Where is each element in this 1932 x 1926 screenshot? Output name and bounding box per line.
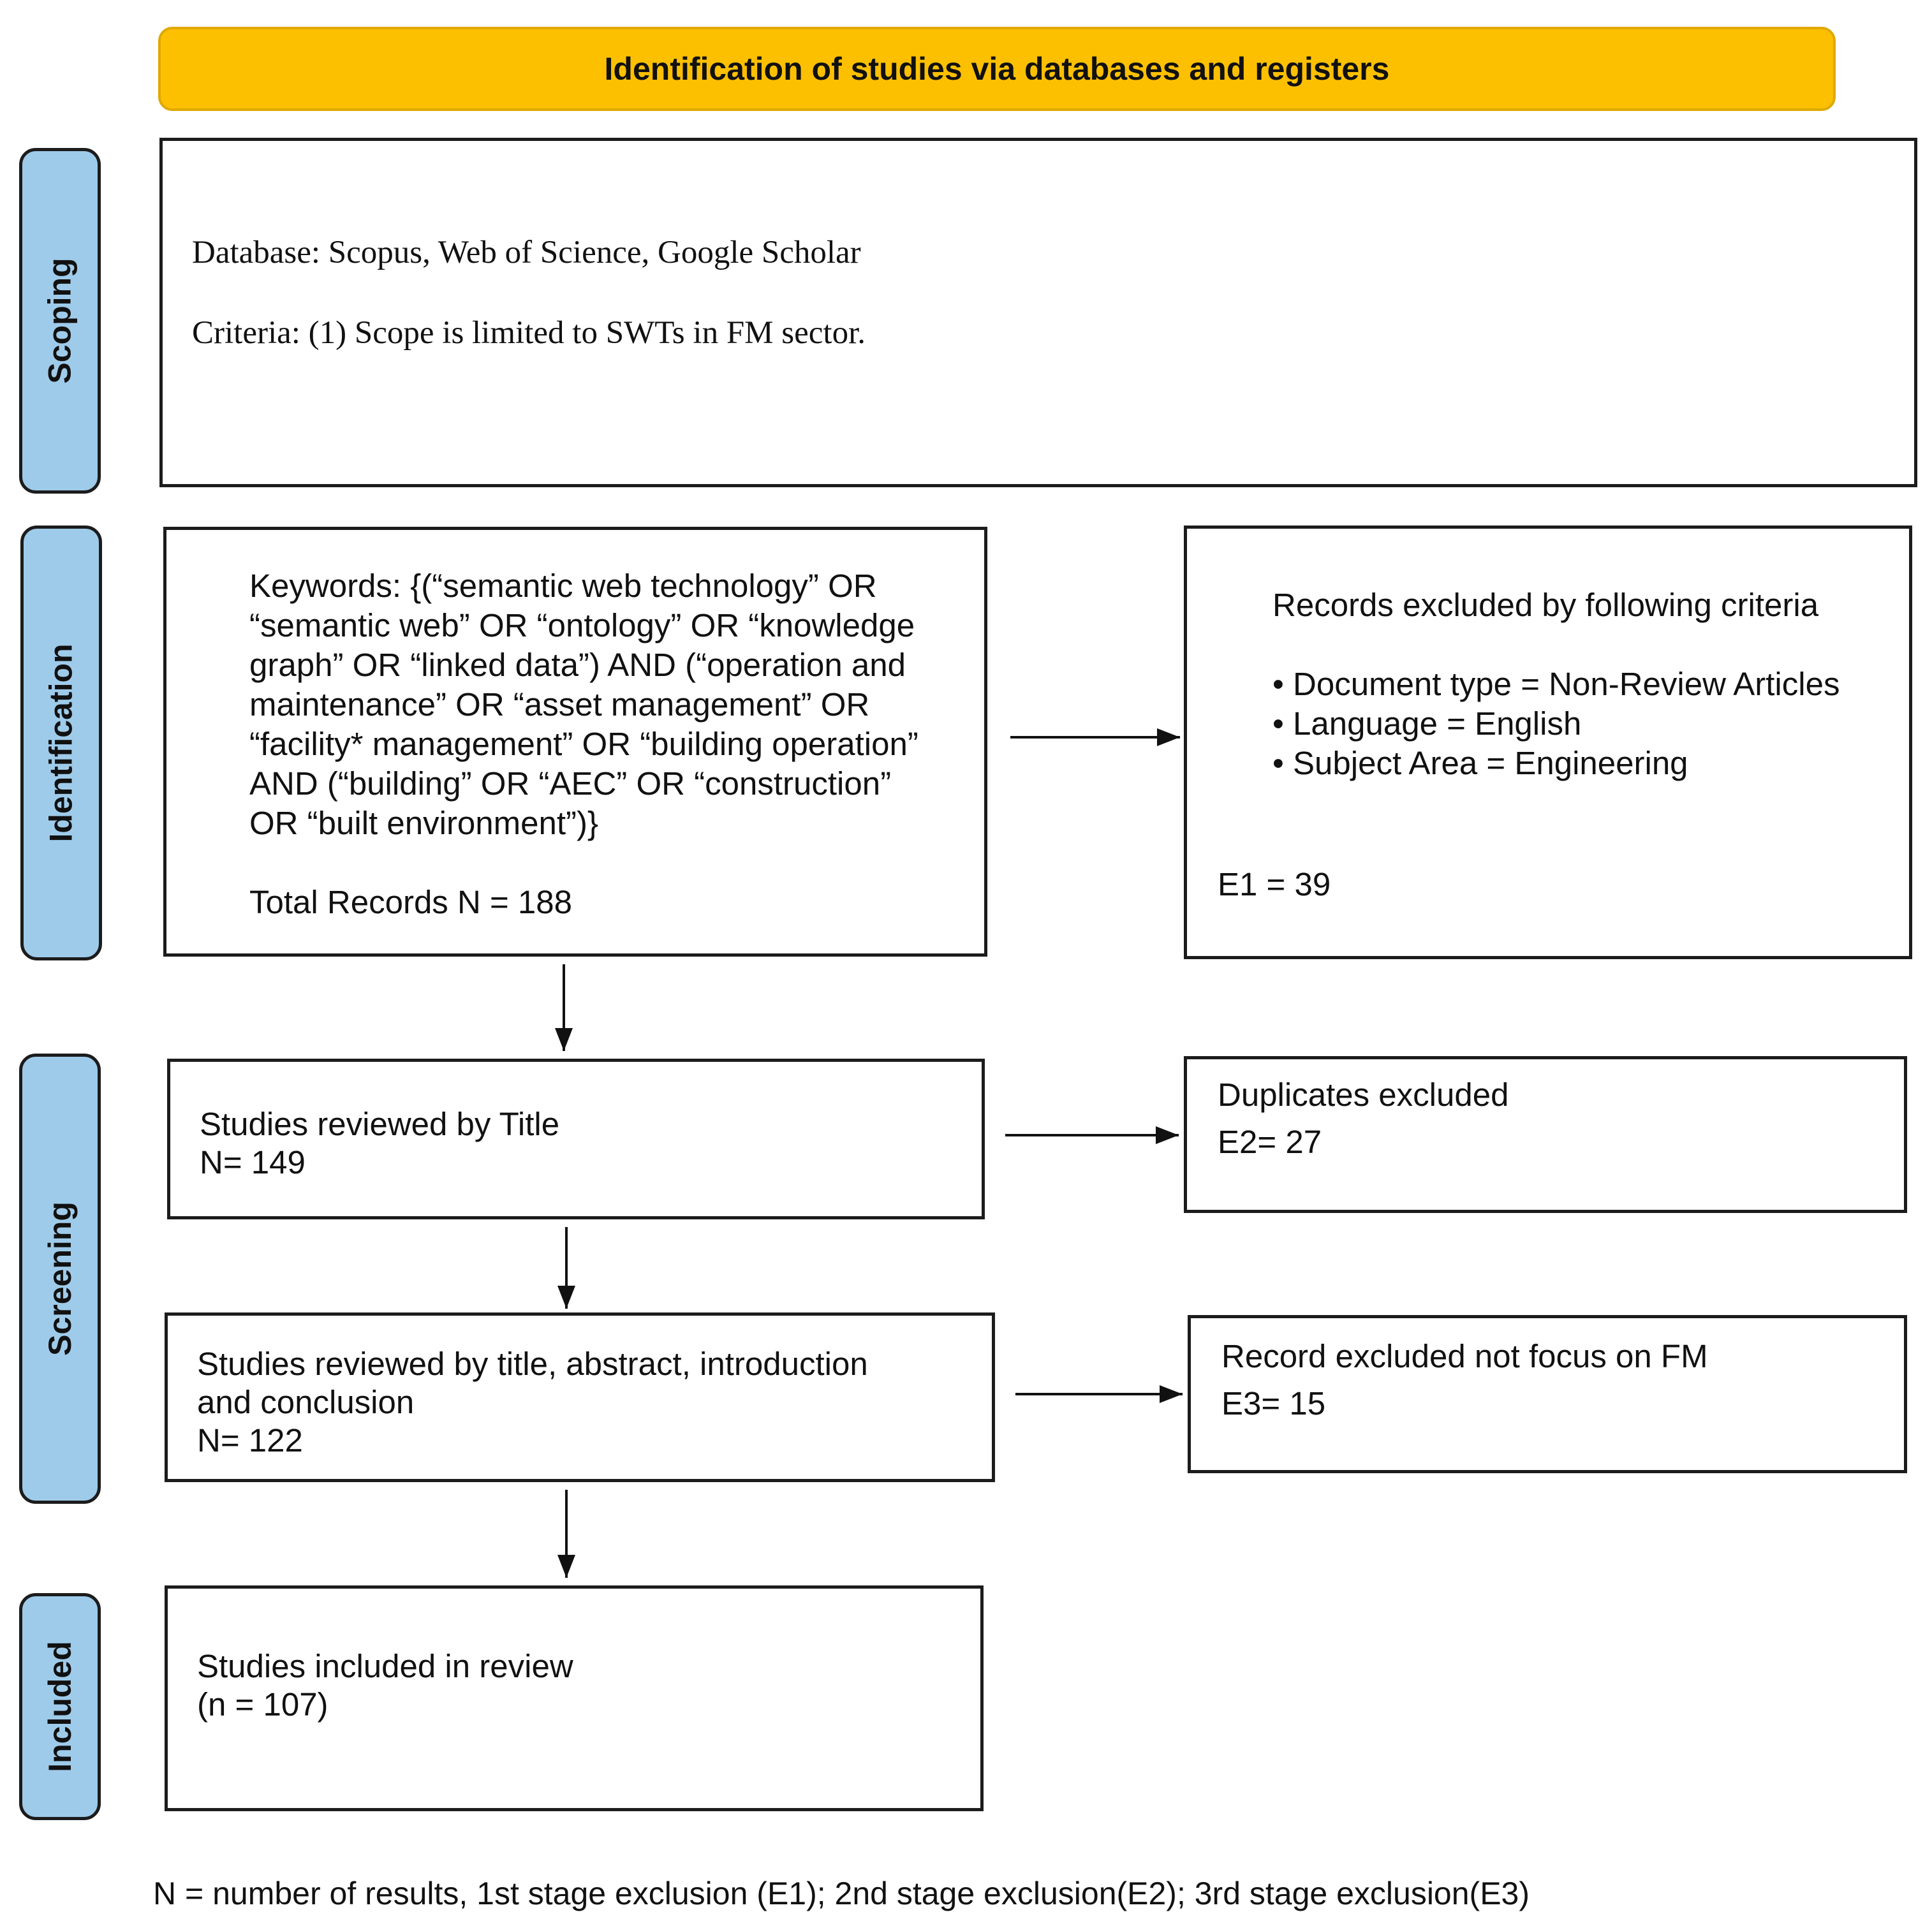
- included-label: Studies included in review: [197, 1648, 573, 1684]
- header-banner: Identification of studies via databases …: [158, 27, 1836, 111]
- phase-scoping: Scoping: [19, 148, 101, 494]
- title-review-count: N= 149: [200, 1144, 306, 1180]
- scoping-criteria: Criteria: (1) Scope is limited to SWTs i…: [192, 315, 866, 351]
- exclusion-e1-count: E1 = 39: [1218, 866, 1331, 902]
- exclusion-e1-bullet: • Document type = Non-Review Articles: [1272, 666, 1840, 702]
- exclusion-e3-count: E3= 15: [1221, 1385, 1326, 1422]
- exclusion-e1-title: Records excluded by following criteria: [1272, 587, 1819, 623]
- phase-included: Included: [19, 1593, 101, 1820]
- keywords-box: Keywords: {(“semantic web technology” OR…: [163, 527, 987, 957]
- exclusion-e3-label: Record excluded not focus on FM: [1221, 1338, 1708, 1374]
- keywords-line: maintenance” OR “asset management” OR: [249, 686, 870, 723]
- full-review-line: and conclusion: [197, 1384, 415, 1420]
- exclusion-e2-label: Duplicates excluded: [1218, 1077, 1509, 1113]
- included-count: (n = 107): [197, 1686, 328, 1723]
- scoping-box: Database: Scopus, Web of Science, Google…: [159, 138, 1917, 487]
- exclusion-e2-box: Duplicates excluded E2= 27: [1184, 1056, 1907, 1213]
- keywords-line: Keywords: {(“semantic web technology” OR: [249, 568, 877, 604]
- keywords-line: “facility* management” OR “building oper…: [249, 726, 918, 762]
- exclusion-e2-count: E2= 27: [1218, 1124, 1322, 1160]
- keywords-line: graph” OR “linked data”) AND (“operation…: [249, 647, 906, 683]
- full-review-line: Studies reviewed by title, abstract, int…: [197, 1346, 868, 1382]
- title-review-box: Studies reviewed by Title N= 149: [167, 1059, 985, 1219]
- total-records: Total Records N = 188: [249, 884, 573, 920]
- header-title: Identification of studies via databases …: [604, 51, 1390, 87]
- keywords-line: “semantic web” OR “ontology” OR “knowled…: [249, 607, 915, 643]
- exclusion-e3-box: Record excluded not focus on FM E3= 15: [1188, 1315, 1907, 1473]
- exclusion-e1-bullet: • Language = English: [1272, 705, 1582, 742]
- exclusion-e1-bullet: • Subject Area = Engineering: [1272, 745, 1688, 781]
- title-review-label: Studies reviewed by Title: [200, 1106, 560, 1142]
- phase-identification: Identification: [20, 526, 102, 960]
- footnote: N = number of results, 1st stage exclusi…: [153, 1876, 1530, 1911]
- full-review-box: Studies reviewed by title, abstract, int…: [165, 1312, 995, 1482]
- exclusion-e1-box: Records excluded by following criteria •…: [1184, 526, 1912, 959]
- included-box: Studies included in review (n = 107): [165, 1585, 984, 1811]
- scoping-database: Database: Scopus, Web of Science, Google…: [192, 235, 861, 270]
- keywords-line: OR “built environment”)}: [249, 805, 599, 841]
- full-review-count: N= 122: [197, 1422, 303, 1459]
- keywords-line: AND (“building” OR “AEC” OR “constructio…: [249, 765, 892, 802]
- phase-screening: Screening: [19, 1054, 101, 1504]
